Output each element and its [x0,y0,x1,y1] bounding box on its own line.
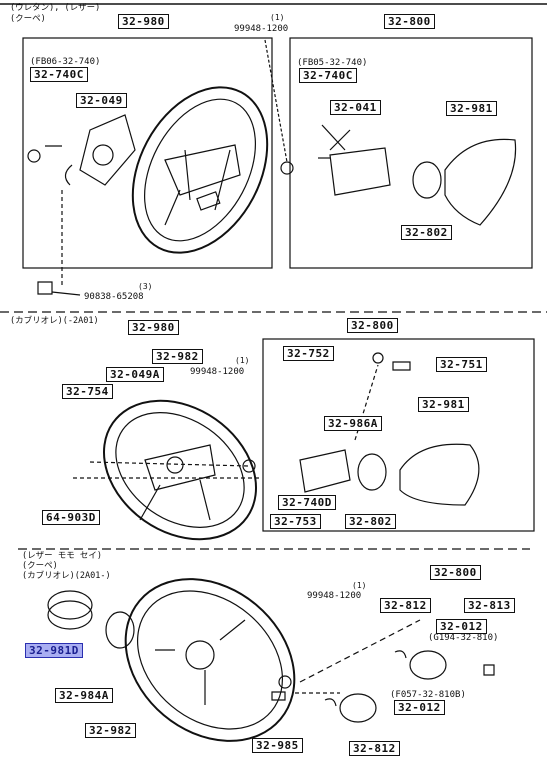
s1-header-line2: (クーペ) [10,14,46,24]
s1-steering-wheel-drawing [131,86,269,254]
part-label-32-012-b[interactable]: 32-012 [394,700,445,715]
part-label-32-986a[interactable]: 32-986A [324,416,382,431]
part-label-32-751[interactable]: 32-751 [436,357,487,372]
part-label-32-984a[interactable]: 32-984A [55,688,113,703]
part-label-32-981-s2[interactable]: 32-981 [418,397,469,412]
s1-group-box-left [22,37,273,269]
s3-emblem-drawing [409,650,447,680]
s3-nut-drawing [278,675,292,689]
part-label-32-985[interactable]: 32-985 [252,738,303,753]
part-label-32-740c[interactable]: 32-740C [30,67,88,82]
s2-nut-drawing [242,459,256,473]
part-label-32-982[interactable]: 32-982 [152,349,203,364]
part-label-32-800[interactable]: 32-800 [384,14,435,29]
part-label-32-800-s2[interactable]: 32-800 [347,318,398,333]
part-label-32-049a[interactable]: 32-049A [106,367,164,382]
s3-boss-drawing [47,590,135,649]
part-label-32-981[interactable]: 32-981 [446,101,497,116]
s3-nut-qty: (1) [352,581,367,590]
s1-nut-drawing [280,161,294,175]
s3-horn-button-drawing [339,693,377,723]
part-label-32-754[interactable]: 32-754 [62,384,113,399]
s2-spacer-drawing [372,352,384,364]
part-label-32-753[interactable]: 32-753 [270,514,321,529]
s2-nut-qty: (1) [235,356,250,365]
part-label-32-802[interactable]: 32-802 [401,225,452,240]
s1-fb06-note: (FB06-32-740) [30,57,101,67]
part-label-32-980[interactable]: 32-980 [118,14,169,29]
part-label-32-800-s3[interactable]: 32-800 [430,565,481,580]
s1-bolt-qty: (3) [138,282,153,291]
s2-horn-contact-drawing [299,449,351,493]
part-label-32-740d[interactable]: 32-740D [278,495,336,510]
s2-cap-drawing [357,453,387,491]
part-label-32-740c-b[interactable]: 32-740C [299,68,357,83]
s2-screw-drawing [392,361,411,371]
part-label-32-812-b[interactable]: 32-812 [349,741,400,756]
part-label-32-802-s2[interactable]: 32-802 [345,514,396,529]
s1-fb05-note: (FB05-32-740) [297,58,368,68]
s3-header-line3: (カブリオレ)(2A01-) [22,571,111,581]
s1-bolt-part-number[interactable]: 90838-65208 [84,292,144,302]
s3-f057-note: (F057-32-810B) [390,690,466,700]
s2-nut-part-number[interactable]: 99948-1200 [190,367,245,377]
part-label-32-813[interactable]: 32-813 [464,598,515,613]
s1-nut-part-number[interactable]: 99948-1200 [234,24,289,34]
s3-header-line1: (レザー モモ セイ) [22,551,102,561]
s1-hub-drawing [27,114,136,186]
s3-steering-wheel-drawing [124,578,296,742]
s1-bolt-drawing [37,281,53,295]
s1-header-line1: (ウレタン), (レザー) [10,3,101,13]
s3-bolt-drawing [271,691,286,701]
s3-nut-part-number[interactable]: 99948-1200 [307,591,362,601]
s3-g194-note: (G194-32-810) [428,633,499,643]
part-label-32-981d-highlighted[interactable]: 32-981D [25,643,83,658]
part-label-32-812[interactable]: 32-812 [380,598,431,613]
part-label-32-049[interactable]: 32-049 [76,93,127,108]
part-label-32-980-s2[interactable]: 32-980 [128,320,179,335]
s1-nut-qty: (1) [270,13,285,22]
s1-horn-parts-drawing [318,124,517,226]
part-label-32-982-s3[interactable]: 32-982 [85,723,136,738]
s2-steering-wheel-drawing [102,399,258,541]
s2-group-box-right [262,338,535,532]
s3-header-line2: (クーペ) [22,561,58,571]
part-label-32-752[interactable]: 32-752 [283,346,334,361]
part-label-32-012[interactable]: 32-012 [436,619,487,634]
s2-pad-drawing [399,443,480,506]
s3-cap-drawing [483,664,495,676]
part-label-32-041[interactable]: 32-041 [330,100,381,115]
part-label-64-903d[interactable]: 64-903D [42,510,100,525]
s2-header-line1: (カブリオレ)(-2A01) [10,316,99,326]
s1-group-box-right [289,37,533,269]
